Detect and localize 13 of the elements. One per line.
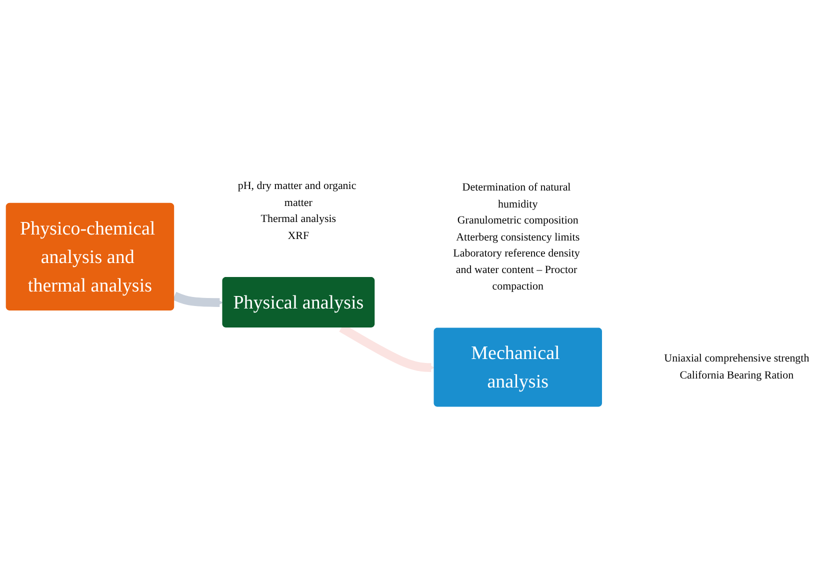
node-label: Laboratory reference density and water content – Proctor compaction [453,248,580,292]
node-label: pH, dry matter and organic matter [238,180,356,209]
node-label: XRF [288,230,310,242]
node-label: Uniaxial comprehensive strength [664,352,810,365]
arrow [172,292,223,307]
node-label: Determination of natural humidity [462,182,571,210]
node-label: Granulometric composition [457,214,578,226]
node-box: Mechanical analysis [434,328,602,407]
node-box: Physical analysis [222,277,375,328]
node-label: California Bearing Ration [680,369,794,382]
node-label: Atterberg consistency limits [456,231,580,243]
node-box: Physico-chemical analysis and thermal analysis [6,202,174,310]
node-label: Thermal analysis [260,213,336,226]
